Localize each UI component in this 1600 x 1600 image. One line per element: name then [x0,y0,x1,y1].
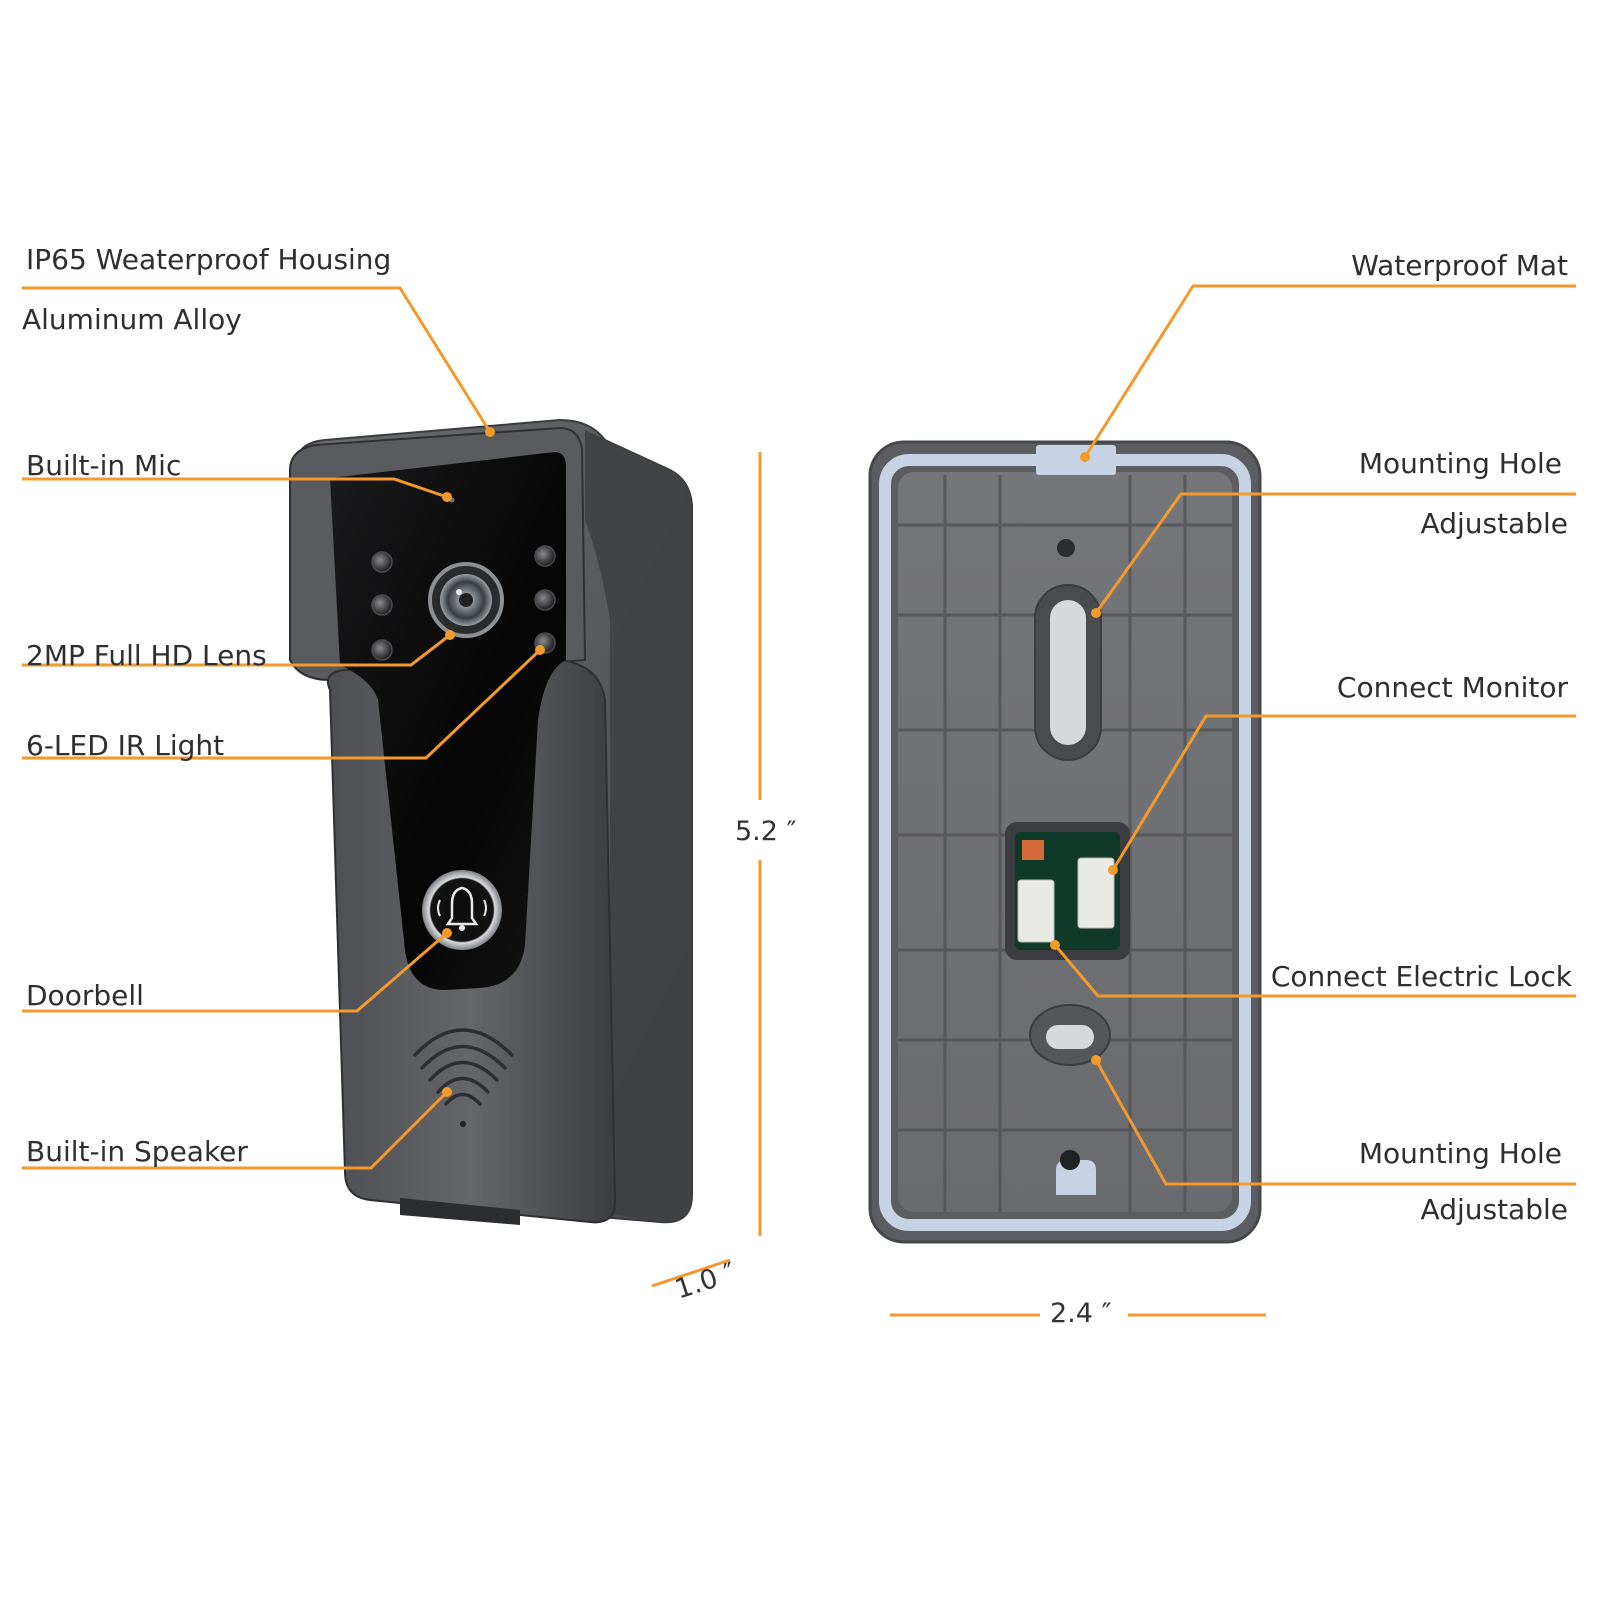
label-mount-bottom: Mounting Hole [1358,1137,1562,1170]
label-housing-material: Aluminum Alloy [22,303,242,336]
label-mount-bottom-adjustable: Adjustable [1420,1193,1568,1226]
label-connect-lock: Connect Electric Lock [1270,960,1572,993]
back-unit [868,440,1262,1244]
label-housing: IP65 Weaterproof Housing [26,243,392,276]
dimension-width: 2.4 ″ [1050,1298,1112,1329]
bell-icon [422,870,502,950]
speaker-grille-icon [413,1028,514,1127]
label-connect-monitor: Connect Monitor [1336,671,1568,704]
dimension-height: 5.2 ″ [735,816,797,847]
label-mic: Built-in Mic [26,449,182,482]
black-face-panel [330,452,566,990]
label-doorbell: Doorbell [26,979,144,1012]
label-lens: 2MP Full HD Lens [26,639,267,672]
front-unit [289,418,693,1225]
label-speaker: Built-in Speaker [26,1135,248,1168]
label-mount-top: Mounting Hole [1358,447,1562,480]
callout-dots [442,427,1118,1097]
ir-led-group [371,545,556,661]
callout-lines [22,284,1576,1186]
label-ir-light: 6-LED IR Light [26,729,225,762]
camera-lens [428,562,504,638]
label-waterproof-mat: Waterproof Mat [1351,249,1568,282]
dimension-lines [651,452,1266,1317]
label-mount-top-adjustable: Adjustable [1420,507,1568,540]
